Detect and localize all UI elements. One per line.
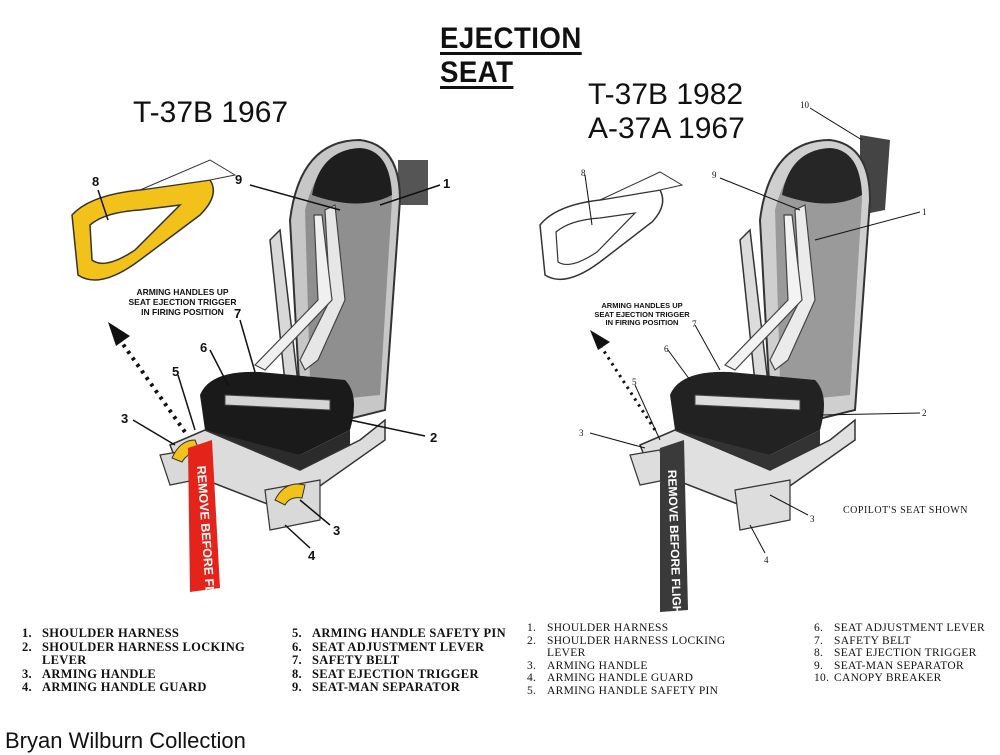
right-callout-2: 2 — [922, 408, 927, 418]
left-callout-3b: 3 — [333, 523, 340, 538]
legend-item: 7.SAFETY BELT — [292, 653, 400, 668]
legend-item: 4.ARMING HANDLE GUARD — [527, 672, 694, 685]
legend-item: 1.SHOULDER HARNESS — [22, 626, 180, 640]
left-callout-5: 5 — [172, 364, 179, 379]
legend-item: 2.SHOULDER HARNESS LOCKING — [527, 634, 726, 647]
right-seat-illustration: REMOVE BEFORE FLIGHT 1 2 3 3 4 5 — [539, 100, 927, 623]
legend-item: 5.ARMING HANDLE SAFETY PIN — [292, 626, 506, 640]
legend-item-continued: LEVER — [547, 647, 586, 660]
left-callout-1: 1 — [443, 176, 450, 191]
right-trigger-inset-opening — [555, 212, 637, 265]
right-panel-label-line1: T-37B 1982 — [588, 78, 744, 111]
right-trigger-inset-arm — [599, 171, 684, 201]
right-callout-5: 5 — [632, 377, 637, 387]
right-safety-belt — [694, 394, 801, 411]
legend-item: 9.SEAT-MAN SEPARATOR — [292, 680, 461, 695]
right-callout-3a: 3 — [579, 428, 584, 438]
left-safety-belt — [224, 394, 331, 411]
legend-item: 4.ARMING HANDLE GUARD — [22, 680, 207, 695]
right-callout-1: 1 — [922, 207, 927, 217]
legend-item: 7.SAFETY BELT — [814, 634, 911, 647]
left-arming-handle-guard-right — [264, 479, 321, 531]
right-shoulder-harness-2 — [723, 214, 803, 371]
right-trigger-annotation: ARMING HANDLES UP SEAT EJECTION TRIGGER … — [594, 301, 690, 328]
right-callout-4: 4 — [764, 555, 769, 565]
copilot-seat-note: COPILOT'S SEAT SHOWN — [843, 505, 968, 516]
legend-right-col1: 1.SHOULDER HARNESS 2.SHOULDER HARNESS LO… — [527, 622, 725, 698]
left-trigger-inset-opening — [89, 203, 183, 265]
left-trigger-annotation: ARMING HANDLES UP SEAT EJECTION TRIGGER … — [128, 287, 237, 317]
right-seat-pan-base — [639, 418, 856, 506]
right-arming-handle-guard-left — [629, 449, 666, 486]
left-dotted-arrow — [118, 338, 187, 434]
right-arming-handle-guard-right — [734, 479, 791, 531]
right-tag-text: REMOVE BEFORE FLIGHT — [665, 470, 684, 623]
left-callout-2: 2 — [430, 430, 437, 445]
legend-left-col2: 5.ARMING HANDLE SAFETY PIN 6.SEAT ADJUST… — [292, 626, 506, 695]
left-shoulder-harness — [299, 204, 346, 371]
left-trigger-inset-arm — [139, 159, 237, 191]
diagram-title: EJECTION SEAT — [440, 22, 582, 89]
left-panel-label: T-37B 1967 — [133, 96, 289, 129]
legend-item: 3.ARMING HANDLE — [527, 659, 648, 672]
right-arrow-head — [590, 330, 610, 350]
left-seat-illustration: REMOVE BEFORE FLIGHT 1 2 3 3 4 — [71, 138, 450, 625]
credit-line: Bryan Wilburn Collection — [5, 728, 246, 753]
legend-item: 3.ARMING HANDLE — [22, 666, 156, 681]
right-shoulder-harness — [769, 204, 816, 371]
right-callout-3b: 3 — [810, 514, 815, 524]
legend-item: 6.SEAT ADJUSTMENT LEVER — [814, 622, 985, 634]
legend-item: 10.CANOPY BREAKER — [814, 672, 942, 685]
left-arming-handle-right — [274, 483, 306, 506]
left-callout-4: 4 — [308, 548, 316, 563]
right-callout-8: 8 — [581, 168, 586, 178]
left-remove-before-flight-tag — [188, 440, 220, 592]
legend-item: 6.SEAT ADJUSTMENT LEVER — [292, 639, 485, 654]
left-seat-cushion — [200, 371, 354, 455]
left-seat-pan-base — [169, 418, 386, 506]
legend-item: 8.SEAT EJECTION TRIGGER — [814, 647, 977, 660]
legend-item: 8.SEAT EJECTION TRIGGER — [292, 666, 479, 681]
left-callout-7: 7 — [234, 306, 241, 321]
left-shoulder-harness-2 — [253, 214, 333, 371]
legend-item: 2.SHOULDER HARNESS LOCKING — [22, 639, 246, 654]
legend-item: 5.ARMING HANDLE SAFETY PIN — [527, 684, 719, 697]
legend-item: 9.SEAT-MAN SEPARATOR — [814, 659, 964, 672]
right-seat-cushion — [670, 371, 824, 455]
left-callout-8: 8 — [92, 174, 99, 189]
left-seat-headrest — [312, 148, 392, 204]
right-callout-10: 10 — [800, 100, 810, 110]
right-callout-7: 7 — [692, 319, 697, 329]
left-callout-9: 9 — [235, 172, 242, 187]
right-panel-label-line2: A-37A 1967 — [588, 112, 745, 145]
legend-right-col2: 6.SEAT ADJUSTMENT LEVER 7.SAFETY BELT 8.… — [814, 622, 985, 685]
left-arrow-head — [108, 322, 130, 346]
legend-left-col1: 1.SHOULDER HARNESS 2.SHOULDER HARNESS LO… — [22, 626, 246, 695]
legend-item: 1.SHOULDER HARNESS — [527, 622, 669, 634]
right-dotted-arrow — [598, 344, 657, 431]
left-callout-6: 6 — [200, 340, 207, 355]
right-panel-label: T-37B 1982 A-37A 1967 — [588, 78, 745, 146]
right-callout-6: 6 — [664, 344, 669, 354]
right-seat-headrest — [782, 148, 862, 204]
right-callout-9: 9 — [712, 170, 717, 180]
legend-item-continued: LEVER — [42, 653, 87, 668]
right-remove-before-flight-tag — [660, 440, 688, 612]
left-callout-3a: 3 — [121, 411, 128, 426]
